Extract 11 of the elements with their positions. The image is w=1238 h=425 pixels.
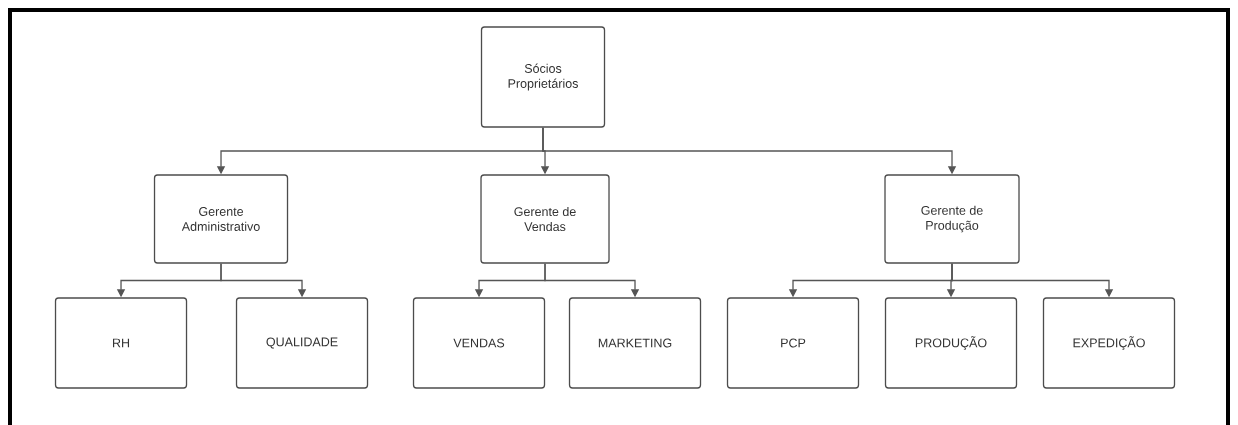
- org-box: RH: [54, 297, 188, 389]
- org-box: Gerente de Vendas: [480, 174, 610, 264]
- org-box: QUALIDADE: [235, 297, 369, 389]
- org-box: PCP: [726, 297, 860, 389]
- org-box: MARKETING: [568, 297, 702, 389]
- org-box: EXPEDIÇÃO: [1042, 297, 1176, 389]
- org-box: Gerente de Produção: [884, 174, 1020, 264]
- org-box: VENDAS: [412, 297, 546, 389]
- org-box: Sócios Proprietários: [480, 26, 606, 128]
- org-box: Gerente Administrativo: [153, 174, 289, 264]
- org-box: PRODUÇÃO: [884, 297, 1018, 389]
